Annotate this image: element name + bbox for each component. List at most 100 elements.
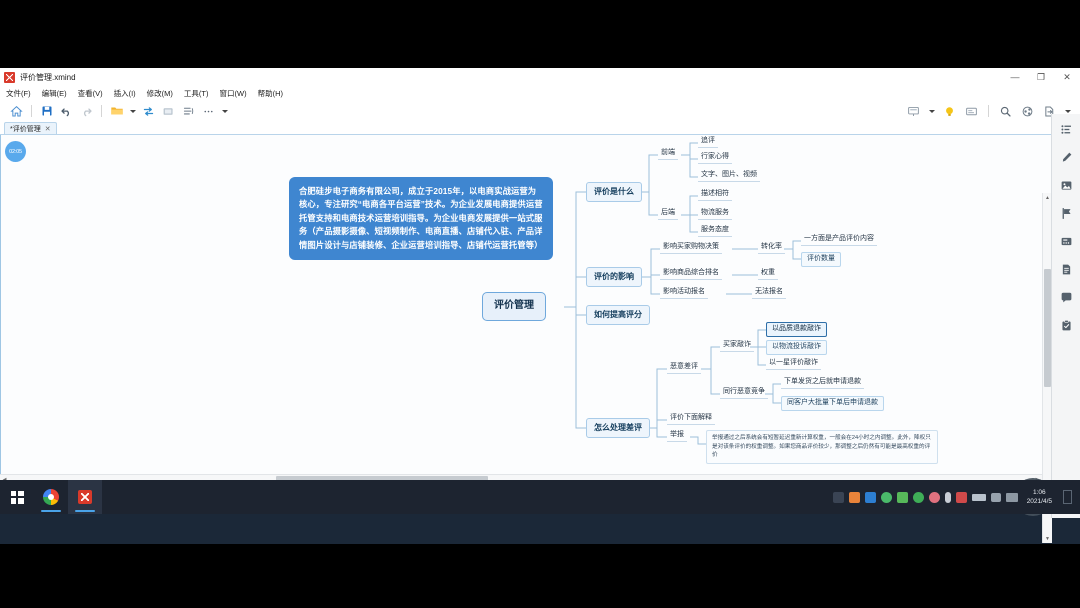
taskbar-clock[interactable]: 1:06 2021/4/5	[1027, 488, 1052, 506]
tray-volume-icon[interactable]	[990, 492, 1001, 502]
mindmap-node-service-attitude[interactable]: 服务态度	[698, 225, 732, 237]
mindmap-node-affects-product-ranking[interactable]: 影响商品综合排名	[660, 268, 722, 280]
notes-icon[interactable]	[1059, 262, 1074, 277]
tray-app-icon-4[interactable]	[912, 491, 924, 503]
mindmap-node-quality-refund-extortion[interactable]: 以品质退款敲诈	[766, 322, 827, 337]
mindmap-canvas[interactable]: 合肥硅步电子商务有限公司，成立于2015年，以电商实战运营为核心，专注研究“电商…	[1, 135, 1080, 497]
share-icon[interactable]	[1019, 103, 1036, 120]
tray-microphone-icon[interactable]	[944, 491, 951, 503]
theme-dropdown-caret[interactable]	[927, 103, 936, 120]
swap-arrows-icon[interactable]	[140, 103, 157, 120]
mindmap-node-report[interactable]: 举报	[667, 430, 687, 442]
toolbar-separator	[31, 105, 32, 117]
search-icon[interactable]	[997, 103, 1014, 120]
folder-icon[interactable]	[108, 103, 125, 120]
start-button[interactable]	[0, 480, 34, 514]
presentation-icon[interactable]	[160, 103, 177, 120]
tray-network-icon[interactable]	[1005, 492, 1018, 502]
mindmap-node-refund-after-shipping[interactable]: 下单发货之后就申请退款	[781, 377, 864, 389]
maximize-button[interactable]: ❐	[1036, 71, 1046, 82]
export-dropdown-caret[interactable]	[1063, 103, 1072, 120]
tray-app-icon-3[interactable]	[896, 491, 908, 503]
menu-modify[interactable]: 修改(M)	[146, 88, 173, 98]
mindmap-node-explain-under-review[interactable]: 评价下面解释	[667, 413, 715, 425]
canvas-vertical-scrollbar[interactable]: ▲ ▼	[1042, 193, 1052, 543]
flag-marker-icon[interactable]	[1059, 206, 1074, 221]
more-dropdown-caret[interactable]	[220, 103, 229, 120]
scroll-up-icon[interactable]: ▲	[1045, 194, 1050, 201]
mindmap-node-followup-review[interactable]: 追评	[698, 136, 718, 148]
more-icon[interactable]	[200, 103, 217, 120]
minimize-button[interactable]: —	[1010, 72, 1020, 82]
mindmap-node-text-image-video[interactable]: 文字、图片、视频	[698, 170, 760, 182]
menu-edit[interactable]: 编辑(E)	[41, 88, 67, 98]
menu-file[interactable]: 文件(F)	[6, 88, 31, 98]
brush-format-icon[interactable]	[1059, 150, 1074, 165]
show-desktop-button[interactable]	[1063, 490, 1072, 504]
document-tab[interactable]: *评价管理 ✕	[4, 122, 57, 134]
tray-app-icon-2[interactable]	[880, 491, 892, 503]
folder-dropdown-caret[interactable]	[128, 103, 137, 120]
outline-icon[interactable]	[180, 103, 197, 120]
tray-app-icon-6[interactable]	[955, 491, 967, 503]
mindmap-node-frontend[interactable]: 前端	[658, 148, 678, 160]
mindmap-node-affects-campaign-signup[interactable]: 影响活动报名	[660, 287, 708, 299]
mindmap-node-review-count[interactable]: 评价数量	[801, 252, 841, 267]
task-clipboard-icon[interactable]	[1059, 318, 1074, 333]
mindmap-node-logistics-service[interactable]: 物流服务	[698, 208, 732, 220]
home-icon[interactable]	[8, 103, 25, 120]
menu-window[interactable]: 窗口(W)	[219, 88, 247, 98]
tray-battery-icon[interactable]	[971, 493, 986, 501]
mindmap-node-affects-buyer-decision[interactable]: 影响买家购物决策	[660, 242, 722, 254]
mindmap-root-node[interactable]: 评价管理	[482, 292, 546, 321]
mindmap-node-peer-malicious-competition[interactable]: 同行恶意竞争	[720, 387, 768, 399]
mindmap-node-expert-experience[interactable]: 行家心得	[698, 152, 732, 164]
image-icon[interactable]	[1059, 178, 1074, 193]
tray-app-icon-1[interactable]	[848, 491, 860, 503]
outline-panel-icon[interactable]	[1059, 122, 1074, 137]
mindmap-node-cannot-signup[interactable]: 无法报名	[752, 287, 786, 299]
mindmap-node-logistics-complaint-extortion[interactable]: 以物流投诉敲诈	[766, 340, 827, 355]
horizontal-scroll-thumb[interactable]	[276, 476, 488, 483]
save-icon[interactable]	[38, 103, 55, 120]
mindmap-branch-what-is-review[interactable]: 评价是什么	[586, 182, 642, 202]
mindmap-node-conversion-rate[interactable]: 转化率	[758, 242, 785, 254]
scroll-left-icon[interactable]: ◀	[0, 475, 9, 484]
undo-icon[interactable]	[58, 103, 75, 120]
comment-icon[interactable]	[1059, 290, 1074, 305]
toolbar-left-group	[8, 103, 229, 120]
menu-view[interactable]: 查看(V)	[77, 88, 103, 98]
menu-tools[interactable]: 工具(T)	[183, 88, 209, 98]
mindmap-branch-improve-score[interactable]: 如何提高评分	[586, 305, 650, 325]
taskbar-app-xmind[interactable]	[68, 480, 102, 514]
system-tray: 1:06 2021/4/5	[832, 480, 1080, 514]
style-panel-icon[interactable]	[963, 103, 980, 120]
tray-shield-icon[interactable]	[864, 491, 876, 503]
menu-help[interactable]: 帮助(H)	[257, 88, 283, 98]
mindmap-node-bulk-order-refund[interactable]: 同客户大批量下单后申请退款	[781, 396, 884, 411]
mindmap-node-one-star-extortion[interactable]: 以一星评价敲诈	[766, 358, 821, 370]
mindmap-node-description-match[interactable]: 描述相符	[698, 189, 732, 201]
vertical-scroll-thumb[interactable]	[1044, 269, 1051, 387]
mindmap-node-backend[interactable]: 后端	[658, 208, 678, 220]
mindmap-node-review-content[interactable]: 一方面是产品评价内容	[801, 234, 877, 246]
scroll-down-icon[interactable]: ▼	[1045, 535, 1050, 542]
export-icon[interactable]	[1041, 103, 1058, 120]
close-icon[interactable]: ✕	[44, 125, 51, 133]
tray-app-icon-5[interactable]	[928, 491, 940, 503]
mindmap-branch-handle-bad-review[interactable]: 怎么处理差评	[586, 418, 650, 438]
mindmap-node-weight[interactable]: 权重	[758, 268, 778, 280]
redo-icon[interactable]	[78, 103, 95, 120]
label-tag-icon[interactable]	[1059, 234, 1074, 249]
mindmap-branch-review-impact[interactable]: 评价的影响	[586, 267, 642, 287]
tray-expand-icon[interactable]	[832, 491, 844, 503]
xmind-icon	[78, 490, 92, 504]
mindmap-note-report-explanation[interactable]: 举报通过之后系统会有短暂延迟重新计算权重，一般会在24小时之内调整。此外，降权只…	[706, 430, 938, 464]
mindmap-node-buyer-extortion[interactable]: 买家敲诈	[720, 340, 754, 352]
menu-insert[interactable]: 插入(I)	[113, 88, 136, 98]
theme-board-icon[interactable]	[905, 103, 922, 120]
taskbar-app-chrome[interactable]	[34, 480, 68, 514]
close-button[interactable]: ✕	[1063, 71, 1071, 82]
lightbulb-icon[interactable]	[941, 103, 958, 120]
mindmap-node-malicious-bad-review[interactable]: 恶意差评	[667, 362, 701, 374]
